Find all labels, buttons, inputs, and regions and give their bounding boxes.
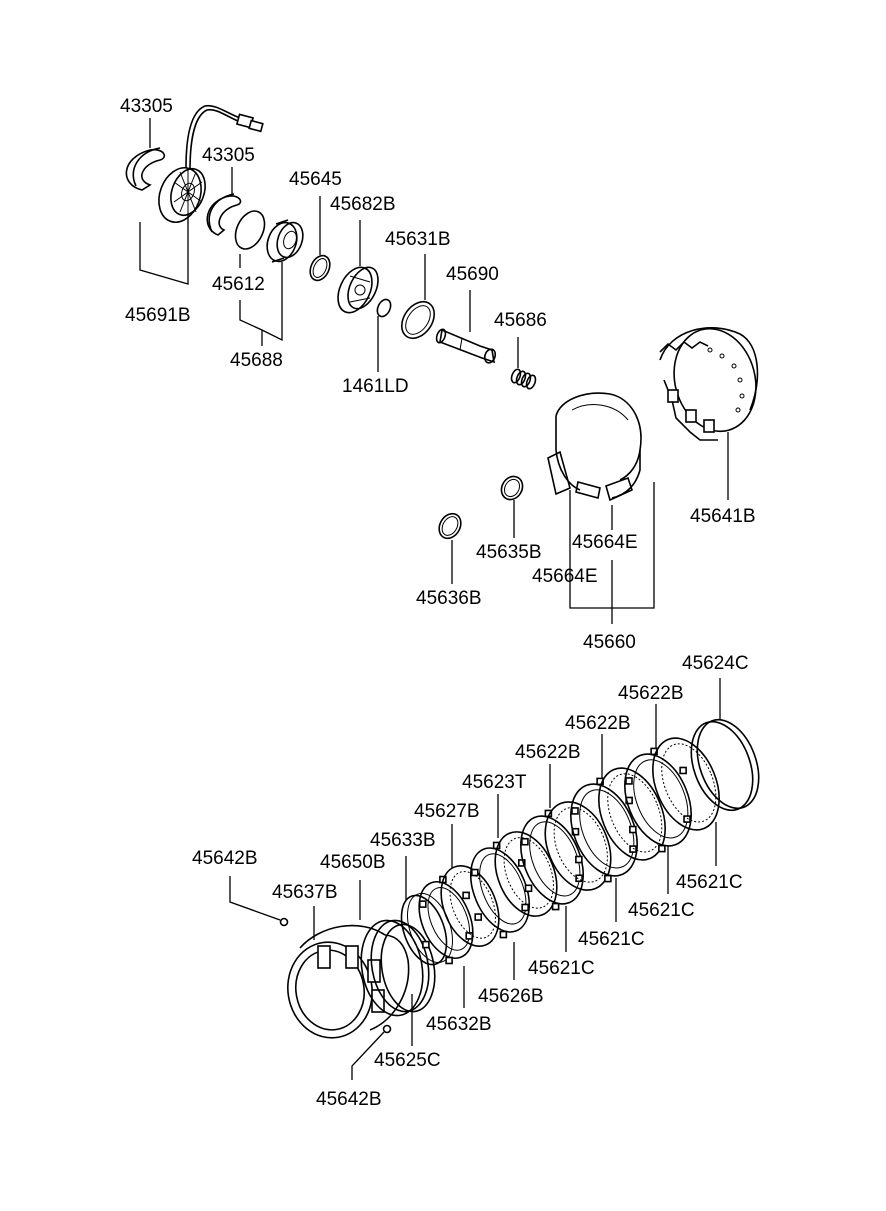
part-labels: 43305 43305 45645 45682B 45631B 45690 45… <box>120 96 756 1110</box>
ring-45636b <box>438 512 462 540</box>
snap-ring-43305-right <box>206 193 242 236</box>
ring-1461ld <box>376 298 392 318</box>
label-45635b: 45635B <box>476 542 542 563</box>
drum-45641b <box>659 327 759 441</box>
plate-tab <box>524 884 533 893</box>
ball-45642b-lower <box>382 1024 392 1034</box>
seal-ring-45631b <box>400 300 436 340</box>
plate-tab <box>418 900 427 908</box>
label-45690: 45690 <box>446 264 499 285</box>
clutch-plate-stack <box>418 737 720 965</box>
clutch-plate <box>469 841 531 939</box>
retainer-plate-45624c <box>690 718 760 812</box>
label-45621c-a: 45621C <box>676 872 743 893</box>
ring-45645 <box>309 254 331 282</box>
label-1461ld: 1461LD <box>342 376 409 397</box>
hub-45682b <box>337 266 379 314</box>
plate-tab <box>658 844 666 853</box>
label-45637b: 45637B <box>272 882 338 903</box>
label-45621c-d: 45621C <box>528 958 595 979</box>
snap-ring-43305-left <box>125 147 166 191</box>
plate-tab <box>683 815 691 823</box>
label-45621c-c: 45621C <box>578 929 645 950</box>
label-45645: 45645 <box>289 169 342 190</box>
plate-tab <box>629 845 637 853</box>
label-45612: 45612 <box>212 274 265 295</box>
label-45642b-b: 45642B <box>316 1089 382 1110</box>
label-45660: 45660 <box>583 632 636 653</box>
clutch-plate <box>544 801 612 891</box>
plate-tab <box>625 777 633 785</box>
label-45688: 45688 <box>230 350 283 371</box>
label-45621c-b: 45621C <box>628 900 695 921</box>
plate-tab <box>521 837 529 846</box>
clutch-plate <box>570 777 638 883</box>
label-45622b-c: 45622B <box>515 742 581 763</box>
spring-45686 <box>510 368 537 390</box>
plate-tab <box>575 874 583 883</box>
shaft-45690 <box>435 328 497 364</box>
label-45650b: 45650B <box>320 852 386 873</box>
plate-tab <box>571 807 579 815</box>
label-45631b: 45631B <box>385 229 451 250</box>
label-43305-a: 43305 <box>120 96 173 117</box>
bearing-45688 <box>266 219 304 263</box>
label-45641b: 45641B <box>690 506 756 527</box>
label-45625c: 45625C <box>374 1050 441 1071</box>
plate-tab <box>445 956 453 965</box>
plate-tab <box>604 874 612 883</box>
plate-tab <box>551 902 560 911</box>
label-45627b: 45627B <box>414 801 480 822</box>
plate-tab <box>462 891 470 900</box>
plate-tab <box>499 930 508 939</box>
label-43305-b: 43305 <box>202 145 255 166</box>
plate-tab <box>575 855 583 864</box>
clutch-plate <box>440 865 500 947</box>
clutch-housing-45637b <box>287 924 410 1039</box>
label-45623t: 45623T <box>462 772 527 793</box>
label-45624c: 45624C <box>682 653 749 674</box>
label-45686: 45686 <box>494 310 547 331</box>
label-45626b: 45626B <box>478 986 544 1007</box>
label-45622b-a: 45622B <box>618 683 684 704</box>
label-45664e-a: 45664E <box>572 532 638 553</box>
clutch-plate <box>598 767 666 861</box>
o-ring-45612 <box>234 210 266 250</box>
sensor-gear-45691b <box>158 104 264 223</box>
plate-tab <box>679 766 687 775</box>
label-45682b: 45682B <box>330 194 396 215</box>
ball-45642b-upper <box>279 917 289 927</box>
plate-tab <box>422 940 430 949</box>
clutch-plate <box>652 737 720 831</box>
clutch-plate <box>624 747 692 853</box>
plate-tab <box>629 825 637 834</box>
label-45636b: 45636B <box>416 588 482 609</box>
label-45622b-b: 45622B <box>565 713 631 734</box>
label-45691b: 45691B <box>125 305 191 326</box>
label-45642b-a: 45642B <box>192 848 258 869</box>
label-45633b: 45633B <box>370 830 436 851</box>
plate-tab <box>474 913 483 921</box>
label-45664e-b: 45664E <box>532 566 598 587</box>
brake-band-45660 <box>547 392 642 502</box>
leader-lines <box>139 118 729 1080</box>
ring-45635b <box>500 475 524 501</box>
plate-tab <box>471 868 479 877</box>
plate-tab <box>521 903 529 912</box>
label-45632b: 45632B <box>426 1014 492 1035</box>
seal-45625c <box>380 923 436 1013</box>
